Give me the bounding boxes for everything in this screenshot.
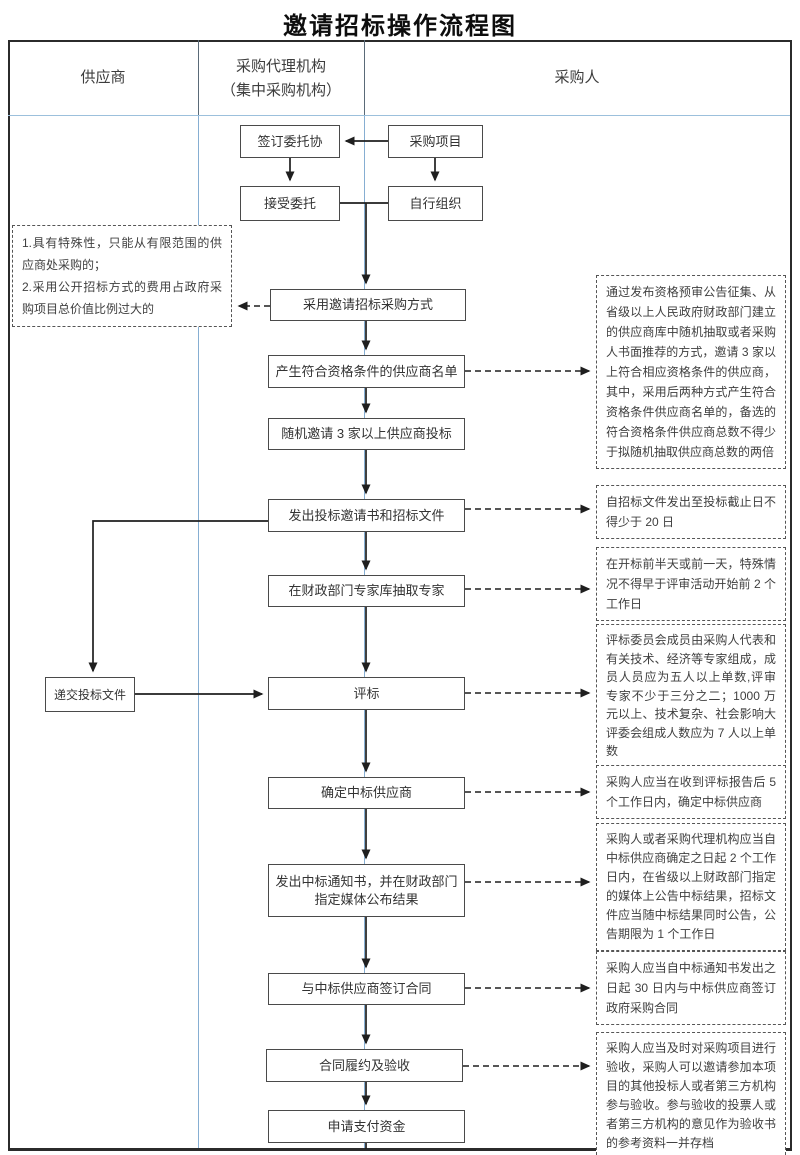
node-extract-experts: 在财政部门专家库抽取专家 <box>268 575 465 607</box>
lane-header-agency-line2: （集中采购机构） <box>220 82 341 99</box>
note-confirm-5days: 采购人应当在收到评标报告后 5 个工作日内，确定中标供应商 <box>596 765 786 819</box>
node-evaluation: 评标 <box>268 677 465 710</box>
node-procurement-project: 采购项目 <box>388 125 483 158</box>
node-issue-invitation: 发出投标邀请书和招标文件 <box>268 499 465 532</box>
node-accept-entrustment: 接受委托 <box>240 186 340 221</box>
note-announce-result: 采购人或者采购代理机构应当自中标供应商确定之日起 2 个工作日内，在省级以上财政… <box>596 823 786 951</box>
chart-frame <box>8 40 792 1151</box>
lane-divider-right-header <box>364 40 365 116</box>
note-acceptance: 采购人应当及时对采购项目进行验收，采购人可以邀请参加本项目的其他投标人或者第三方… <box>596 1032 786 1155</box>
note-special-conditions: 1.具有特殊性，只能从有限范围的供应商处采购的； 2.采用公开招标方式的费用占政… <box>12 225 232 327</box>
solid-connectors <box>88 136 440 1149</box>
node-determine-winner: 确定中标供应商 <box>268 777 465 809</box>
node-sign-agreement: 签订委托协 <box>240 125 340 158</box>
node-sign-contract: 与中标供应商签订合同 <box>268 973 465 1005</box>
note-qualification: 通过发布资格预审公告征集、从省级以上人民政府财政部门建立的供应商库中随机抽取或者… <box>596 275 786 469</box>
note-deadline-20: 自招标文件发出至投标截止日不得少于 20 日 <box>596 485 786 539</box>
note-committee: 评标委员会成员由采购人代表和有关技术、经济等专家组成，成员人员应为五人以上单数,… <box>596 624 786 768</box>
node-random-invite: 随机邀请 3 家以上供应商投标 <box>268 418 465 450</box>
lane-header-purchaser: 采购人 <box>554 69 600 86</box>
note-special-item-2: 2.采用公开招标方式的费用占政府采购项目总价值比例过大的 <box>22 280 222 316</box>
note-expert-timing: 在开标前半天或前一天，特殊情况不得早于评审活动开始前 2 个工作日 <box>596 547 786 621</box>
lane-divider-left <box>198 40 199 1148</box>
note-sign-30days: 采购人应当自中标通知书发出之日起 30 日内与中标供应商签订政府采购合同 <box>596 951 786 1025</box>
node-self-organize: 自行组织 <box>388 186 483 221</box>
node-performance: 合同履约及验收 <box>266 1049 463 1082</box>
node-generate-list: 产生符合资格条件的供应商名单 <box>268 355 465 388</box>
lane-header-supplier: 供应商 <box>80 69 126 86</box>
header-rule <box>8 115 790 116</box>
node-payment: 申请支付资金 <box>268 1110 465 1143</box>
node-adopt-method: 采用邀请招标采购方式 <box>270 289 466 321</box>
note-special-item-1: 1.具有特殊性，只能从有限范围的供应商处采购的； <box>22 236 222 272</box>
lane-header-agency: 采购代理机构 （集中采购机构） <box>198 55 364 103</box>
page-title: 邀请招标操作流程图 <box>283 13 517 40</box>
lane-header-agency-line1: 采购代理机构 <box>235 58 326 75</box>
node-submit-bid: 递交投标文件 <box>45 677 135 712</box>
node-issue-notice: 发出中标通知书，并在财政部门指定媒体公布结果 <box>268 864 465 917</box>
lane-divider-left-header <box>198 40 199 116</box>
dashed-connectors <box>237 301 591 1071</box>
